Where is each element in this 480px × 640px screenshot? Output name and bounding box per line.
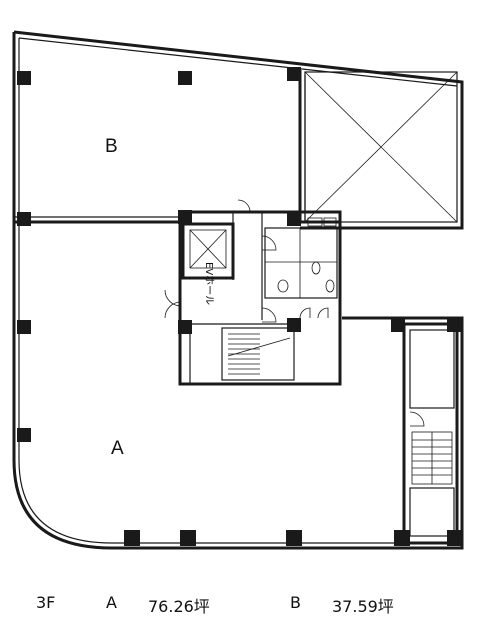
- ev-hall-label: EVホール: [203, 262, 215, 305]
- unit-b-label: B: [105, 136, 118, 157]
- unit-b-name: B: [290, 593, 301, 612]
- floor-number: 3F: [36, 593, 56, 612]
- void-area: [304, 71, 458, 223]
- unit-a-label: A: [111, 438, 124, 459]
- unit-a-name: A: [106, 593, 117, 612]
- east-core: [402, 322, 459, 545]
- unit-a-area: 76.26坪: [148, 597, 210, 616]
- floor-plan: EVホール: [12, 30, 464, 550]
- unit-partitions: [14, 70, 340, 224]
- unit-b-area: 37.59坪: [332, 597, 394, 616]
- structural-columns: [17, 67, 461, 546]
- area-caption: 3F A 76.26坪 B 37.59坪: [36, 593, 456, 617]
- toilet-room: [264, 227, 338, 299]
- staircase: [221, 327, 295, 381]
- outer-walls: [12, 30, 464, 550]
- building-core: EVホール: [164, 199, 342, 386]
